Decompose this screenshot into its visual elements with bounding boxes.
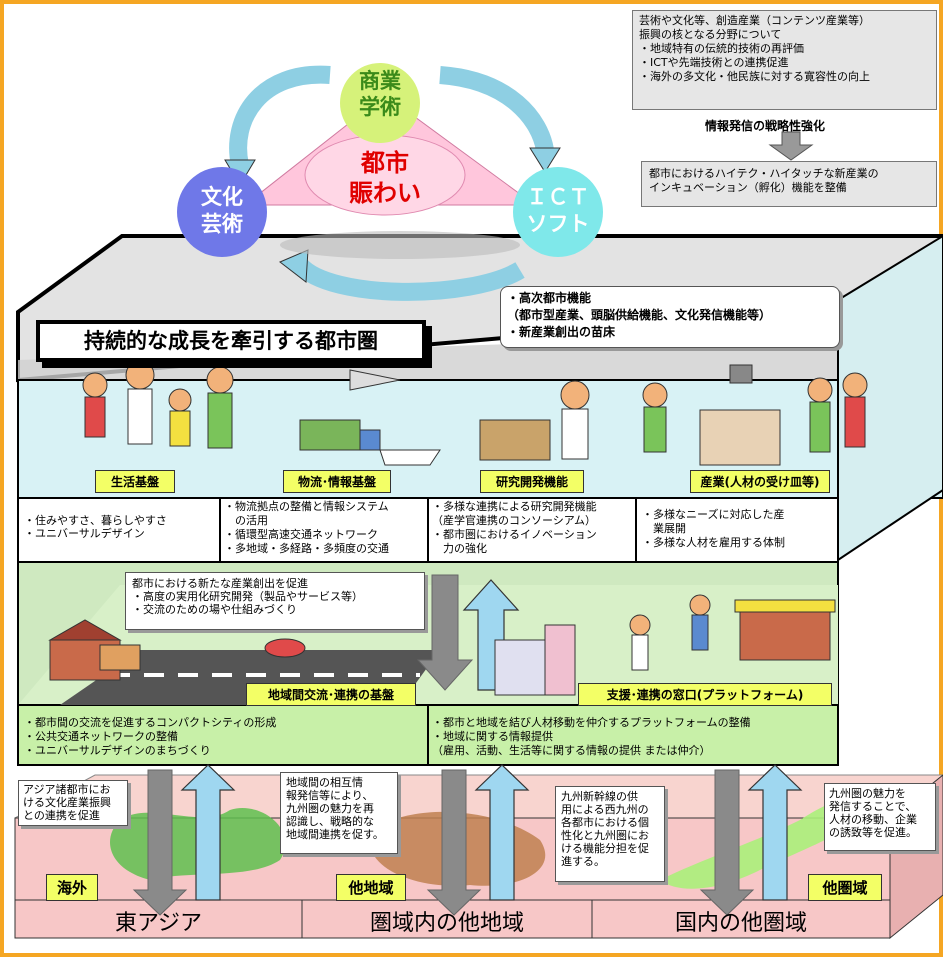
platform-illustration [494, 594, 836, 696]
cycle-arrow-bottom [293, 258, 525, 301]
pillar-desc-logistics: ・物流拠点の整備と情報システム の活用 ・循環型高速交通ネットワーク ・多地域・… [224, 500, 389, 555]
circle-label-ict: ＩＣＴ ソフト [526, 185, 590, 236]
hitech-note: 都市におけるハイテク・ハイタッチな新産業の インキュベーション（孵化）機能を整備 [641, 161, 937, 207]
note-shinkansen: 九州新幹線の供 用による西九州の 各都市における個 性化と九州圏にお ける機能分… [555, 786, 665, 882]
pillar-label-logistics: 物流･情報基盤 [283, 470, 391, 493]
pillar-desc-industry: ・多様なニーズに対応した産 業展開 ・多様な人材を雇用する体制 [642, 508, 785, 549]
bottom-label-domestic: 国内の他圏域 [674, 911, 807, 936]
main-title: 持続的な成長を牽引する都市圏 [36, 320, 426, 362]
industry-illustration [699, 364, 868, 466]
new-industry-note: 都市における新たな産業創出を促進 ・高度の実用化研究開発（製品やサービス等） ・… [125, 572, 425, 630]
circle-label-culture: 文化 芸術 [201, 185, 243, 236]
cycle-arrow-top-left [229, 65, 331, 167]
pillar-desc-research: ・多様な連携による研究開発機能 （産学官連携のコンソーシアム） ・都市圏における… [432, 500, 597, 555]
regional-desc: ・都市間の交流を促進するコンパクトシティの形成 ・公共交通ネットワークの整備 ・… [24, 716, 277, 757]
tag-other-sphere: 他圏域 [808, 874, 882, 901]
bottom-label-east-asia: 東アジア [114, 911, 203, 936]
pillar-desc-living: ・住みやすさ、暮らしやすさ ・ユニバーサルデザイン [24, 514, 167, 540]
logistics-illustration [299, 369, 441, 466]
tag-other-region: 他地域 [336, 874, 406, 901]
note-other-spheres: 九州圏の魅力を 発信することで、 人材の移動、企業 の誘致等を促進。 [824, 783, 936, 851]
strategy-arrow [768, 131, 814, 161]
circle-label-commerce: 商業 学術 [359, 69, 401, 119]
circle-ict [513, 167, 603, 257]
platform-label: 支援･連携の窓口(プラットフォーム) [578, 683, 832, 706]
top-note: 芸術や文化等、創造産業（コンテンツ産業等） 振興の核となる分野について ・地域特… [632, 10, 937, 110]
circle-commerce [340, 63, 420, 143]
note-east-asia: アジア諸都市にお ける文化産業振興 との連携を促進 [18, 780, 128, 826]
regional-base-label: 地域間交流･連携の基盤 [246, 683, 416, 706]
right-side-face [837, 234, 943, 562]
advanced-functions: ・高次都市機能 （都市型産業、頭脳供給機能、文化発信機能等） ・新産業創出の苗床 [500, 286, 840, 348]
people-illustration [82, 360, 234, 449]
pillar-label-living: 生活基盤 [95, 470, 175, 493]
research-illustration [479, 380, 668, 461]
bottom-label-intra-region: 圏域内の他地域 [369, 911, 524, 936]
strategy-label: 情報発信の戦略性強化 [705, 119, 826, 133]
cycle-arrow-top-right [439, 66, 554, 152]
tag-overseas: 海外 [46, 874, 98, 901]
note-other-regions: 地域間の相互情 報発信等により、 九州圏の魅力を再 認識し、戦略的な 地域間連携… [280, 772, 398, 854]
bottom-arrows [132, 764, 803, 916]
pillar-label-industry: 産業(人材の受け皿等) [690, 470, 830, 493]
platform-desc: ・都市と地域を結び人材移動を仲介するプラットフォームの整備 ・地域に関する情報提… [432, 716, 751, 757]
circle-label-center: 都市 賑わい [349, 149, 421, 207]
pillar-label-research: 研究開発機能 [480, 470, 584, 493]
circle-culture [177, 167, 267, 257]
city-illustration [48, 619, 306, 681]
